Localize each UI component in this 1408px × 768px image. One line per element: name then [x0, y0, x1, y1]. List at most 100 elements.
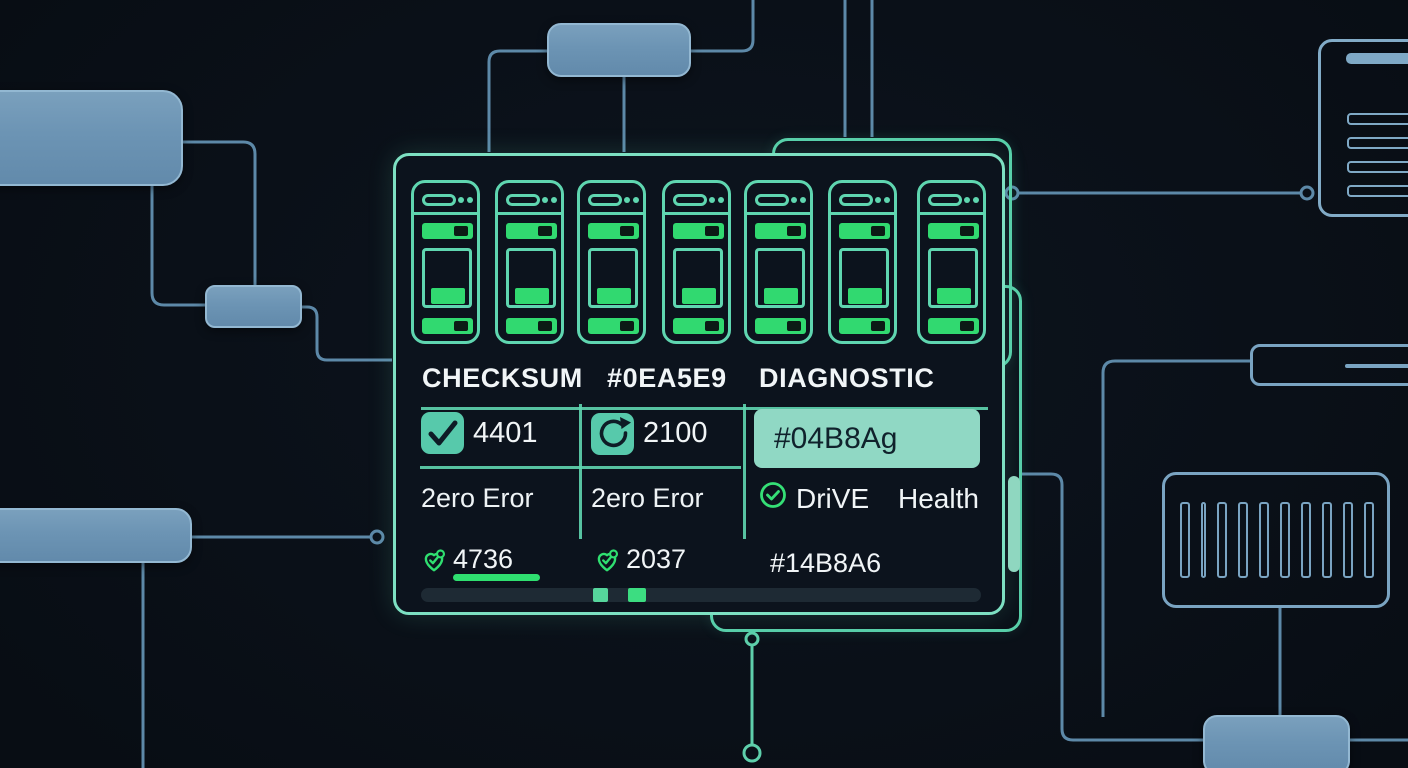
drive-separator	[580, 212, 643, 215]
flow-node-bottom-left	[0, 508, 192, 563]
drive-status-port	[960, 321, 974, 331]
drive-status-port	[871, 321, 885, 331]
scroll-thumb[interactable]	[1008, 476, 1020, 572]
heart-check-icon	[424, 549, 446, 572]
list-line	[1347, 137, 1408, 149]
refresh-value: 2100	[643, 417, 708, 449]
diagnostic-panel: CHECKSUM #0EA5E9 DIAGNOSTIC 4401 2100 #0…	[393, 153, 1005, 615]
drive-status-port	[620, 321, 634, 331]
drive-status-bar	[928, 318, 979, 334]
barcode-bar	[1180, 502, 1190, 578]
refresh-button[interactable]	[591, 413, 634, 455]
drive-separator	[498, 212, 561, 215]
drive-bay	[506, 248, 556, 308]
drive-status-port	[787, 321, 801, 331]
drive-slot-pill	[928, 194, 962, 206]
drive-bay-fill	[764, 288, 798, 304]
drive-status-bar	[588, 223, 639, 239]
checksum-check-button[interactable]	[421, 412, 464, 454]
drive-slot-pill	[422, 194, 456, 206]
drive-led	[973, 197, 979, 203]
drive-status-bar	[506, 223, 557, 239]
barcode-bar	[1201, 502, 1206, 578]
drive-led	[467, 197, 473, 203]
drive-array	[411, 180, 993, 344]
drive-bay	[673, 248, 723, 308]
drive-led	[458, 197, 464, 203]
drive-led	[875, 197, 881, 203]
drive-unit	[917, 180, 986, 344]
drive-status-port	[787, 226, 801, 236]
drive-label: DriVE	[796, 483, 870, 514]
drive-separator	[665, 212, 728, 215]
drive-led	[884, 197, 890, 203]
drive-separator	[920, 212, 983, 215]
drive-status-port	[454, 226, 468, 236]
drive-slot-pill	[506, 194, 540, 206]
progress-bar[interactable]	[421, 588, 981, 602]
label-node-box	[1250, 344, 1408, 386]
flow-node-mid-left	[205, 285, 302, 328]
barcode-bar	[1280, 502, 1290, 578]
barcode-bar	[1364, 502, 1374, 578]
label-node-line	[1345, 364, 1408, 368]
drive-led	[709, 197, 715, 203]
drive-status-bar	[588, 318, 639, 334]
drive-status-bar	[422, 318, 473, 334]
drive-status-bar	[673, 223, 724, 239]
flow-node-top-center	[547, 23, 691, 77]
drive-unit	[744, 180, 813, 344]
list-box-title-bar	[1346, 53, 1408, 64]
drive-status-bar	[928, 223, 979, 239]
drive-led	[800, 197, 806, 203]
drive-status-bar	[673, 318, 724, 334]
drive-status-bar	[506, 318, 557, 334]
health-label: Health	[898, 483, 979, 514]
drive-bay-fill	[515, 288, 549, 304]
drive-status-port	[538, 321, 552, 331]
drive-separator	[414, 212, 477, 215]
flow-node-top-left	[0, 90, 183, 186]
divider-vertical-2	[743, 404, 746, 539]
drive-bay-fill	[597, 288, 631, 304]
barcode-bar	[1343, 502, 1353, 578]
drive-unit	[828, 180, 897, 344]
drive-led	[542, 197, 548, 203]
drive-status-bar	[755, 223, 806, 239]
list-box-lines	[1347, 113, 1408, 197]
drive-bay	[588, 248, 638, 308]
drive-led	[791, 197, 797, 203]
check-icon	[428, 420, 457, 446]
list-box	[1318, 39, 1408, 217]
drive-bay	[755, 248, 805, 308]
refresh-status: 2ero Eror	[591, 483, 704, 513]
list-line	[1347, 113, 1408, 125]
checksum-status: 2ero Eror	[421, 483, 534, 513]
health-value-1: 4736	[453, 544, 514, 574]
health-underline	[453, 574, 540, 581]
drive-status-port	[454, 321, 468, 331]
drive-status-port	[871, 226, 885, 236]
list-line	[1347, 185, 1408, 197]
barcode-bars	[1180, 502, 1374, 578]
drive-bay-fill	[431, 288, 465, 304]
drive-unit	[662, 180, 731, 344]
progress-segment	[593, 588, 608, 602]
diagnostic-code-2: #14B8A6	[770, 548, 882, 578]
barcode-box	[1162, 472, 1390, 608]
drive-bay	[422, 248, 472, 308]
drive-led	[624, 197, 630, 203]
progress-segment	[628, 588, 646, 602]
drive-unit	[577, 180, 646, 344]
diagnostic-code-field[interactable]: #04B8Ag	[754, 409, 980, 468]
barcode-bar	[1322, 502, 1332, 578]
drive-bay-fill	[937, 288, 971, 304]
drive-bay	[928, 248, 978, 308]
drive-led	[964, 197, 970, 203]
header-hex-code: #0EA5E9	[607, 363, 727, 393]
drive-bay-fill	[848, 288, 882, 304]
drive-bay	[839, 248, 889, 308]
drive-status-port	[538, 226, 552, 236]
